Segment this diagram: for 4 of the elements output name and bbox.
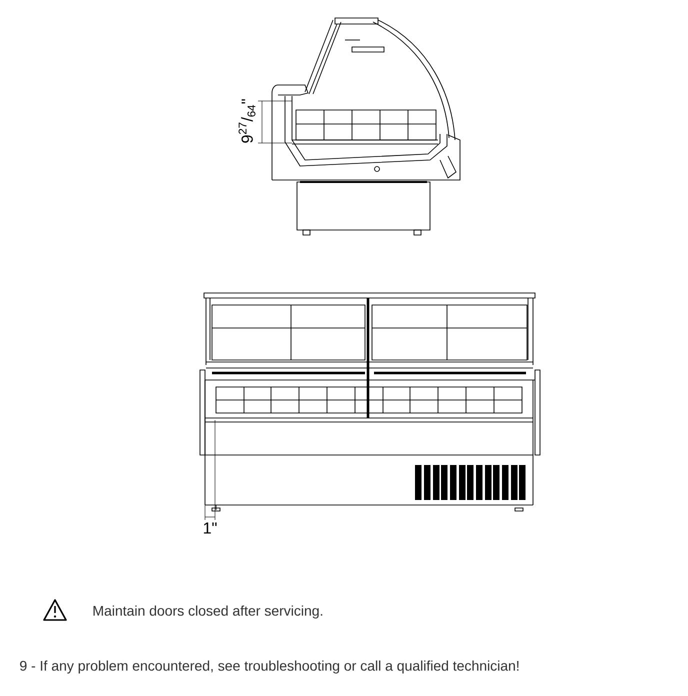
dimension-label: 9$^{27}$/$_{64}$" bbox=[238, 99, 256, 143]
note-text: 9 - If any problem encountered, see troubleshooting or call a qualified technician! bbox=[20, 660, 518, 674]
dimension-label: 1" bbox=[204, 522, 217, 534]
note-text: Maintain doors closed after servicing. bbox=[94, 605, 322, 619]
